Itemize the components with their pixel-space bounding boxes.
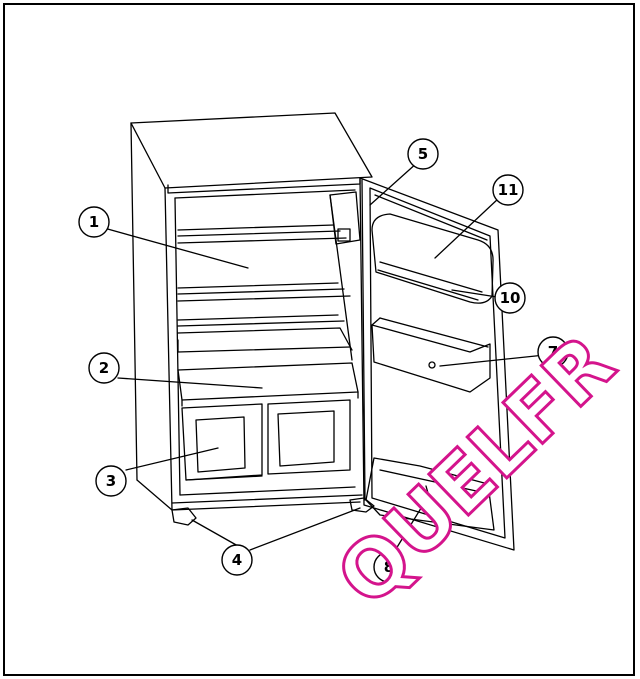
crisper-drawer-right xyxy=(267,399,351,475)
thermostat xyxy=(329,191,361,361)
diagram-frame xyxy=(3,3,635,676)
callout-10: 10 xyxy=(494,282,526,314)
callout-label: 2 xyxy=(99,359,109,377)
callout-label: 7 xyxy=(548,343,558,361)
foot-right xyxy=(349,497,375,513)
callout-label: 1 xyxy=(89,213,99,231)
crisper-drawer-left xyxy=(181,403,263,481)
cabinet xyxy=(130,112,373,511)
shelf-top xyxy=(177,224,347,244)
callout-3: 3 xyxy=(95,465,127,497)
crisper-cover xyxy=(177,362,359,407)
door-shelf-middle xyxy=(371,317,491,393)
callout-label: 3 xyxy=(106,472,116,490)
foot-left xyxy=(171,507,197,526)
shelf-lower xyxy=(177,314,353,353)
callout-8: 8 xyxy=(373,551,405,583)
door xyxy=(359,177,515,551)
shelf-middle xyxy=(177,282,351,302)
leader-lines xyxy=(103,161,546,563)
watermark: QUELFR xyxy=(319,317,633,625)
callout-5: 5 xyxy=(407,138,439,170)
callout-label: 5 xyxy=(418,145,428,163)
callout-label: 8 xyxy=(384,558,394,576)
watermark-text: QUELFR xyxy=(321,319,632,624)
callout-label: 10 xyxy=(500,289,521,307)
callout-7: 7 xyxy=(537,336,569,368)
callout-2: 2 xyxy=(88,352,120,384)
door-butter-compartment xyxy=(371,213,494,304)
callout-4: 4 xyxy=(221,544,253,576)
callout-label: 11 xyxy=(498,181,519,199)
callout-1: 1 xyxy=(78,206,110,238)
callout-label: 4 xyxy=(232,551,242,569)
callout-11: 11 xyxy=(492,174,524,206)
